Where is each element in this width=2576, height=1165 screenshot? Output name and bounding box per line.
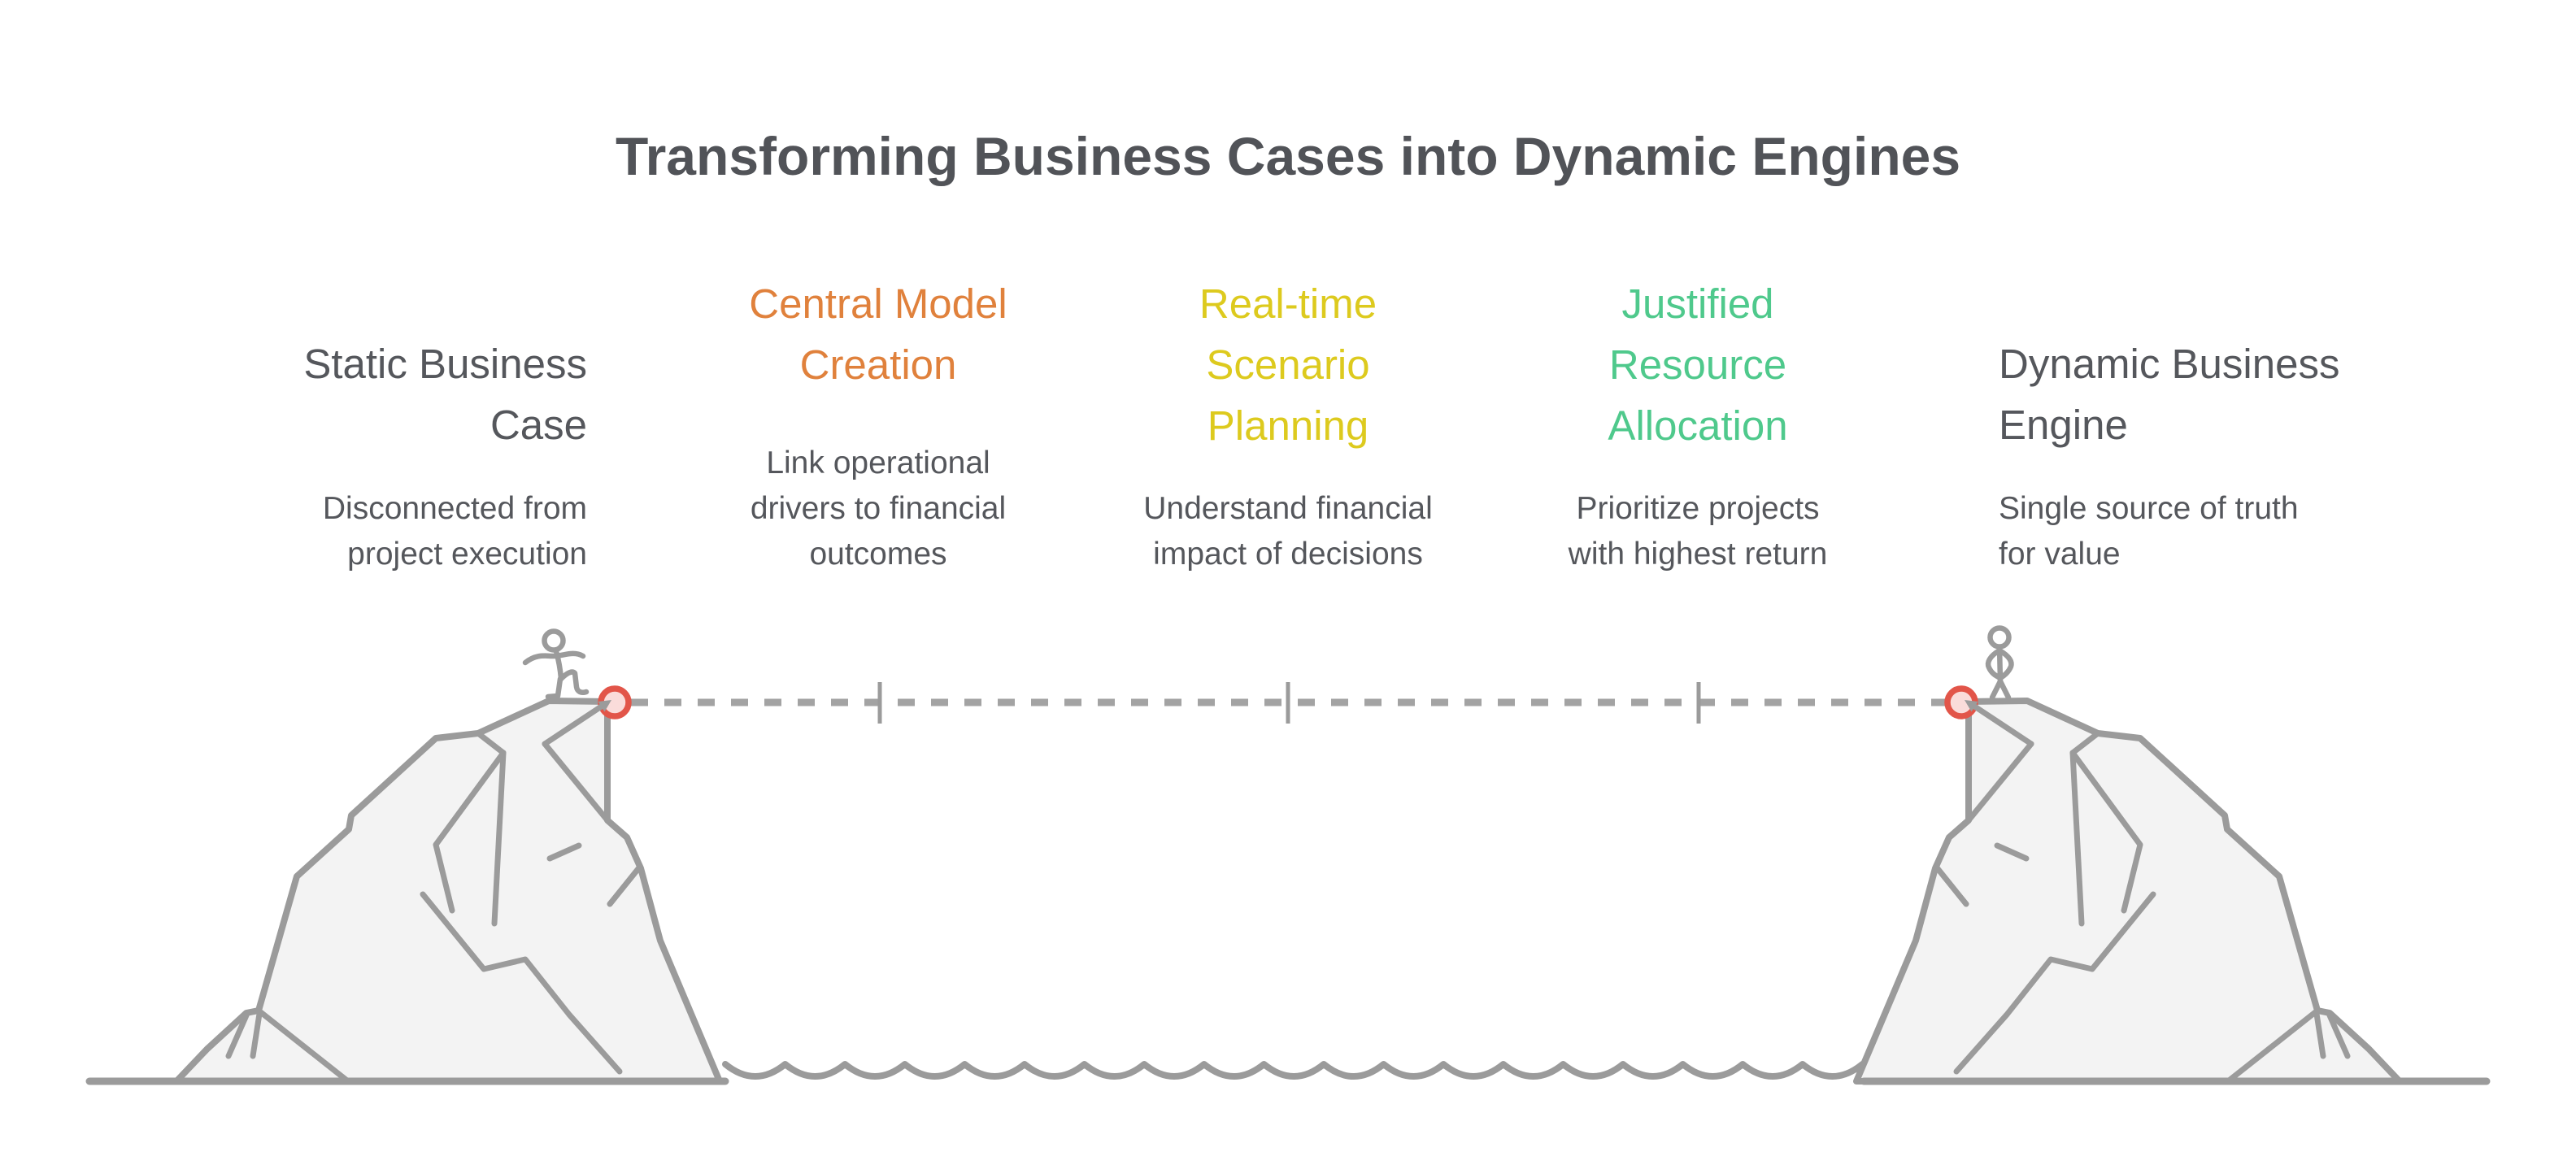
cliff-facet (542, 741, 611, 824)
cliff-facet (491, 750, 507, 927)
column-description-real-time-scenario-planning: Understand financial impact of decisions (1143, 491, 1433, 572)
water-wave (722, 1061, 1866, 1080)
left-cliff (173, 698, 723, 1085)
foothill-crack (225, 1012, 250, 1059)
column-heading-central-model-creation: Central Model Creation (749, 280, 1007, 388)
left-stick-figure-icon (522, 628, 590, 700)
column-description-dynamic-business-engine: Single source of truth for value (1999, 491, 2299, 572)
cliff-facet (433, 750, 507, 914)
cliff-facet (475, 730, 507, 756)
column-description-justified-resource-allocation: Prioritize projects with highest return (1568, 491, 1828, 572)
column-heading-real-time-scenario-planning: Real-time Scenario Planning (1199, 280, 1377, 449)
right-stick-figure-icon (1985, 625, 2014, 701)
column-description-static-business-case: Disconnected from project execution (322, 491, 587, 572)
foothill-crack (250, 1011, 263, 1059)
segment-ticks (877, 682, 1701, 724)
right-anchor-arrow-icon (1965, 700, 2034, 747)
column-heading-dynamic-business-engine: Dynamic Business Engine (1999, 341, 2340, 448)
cliff-facet (546, 842, 582, 862)
column-heading-static-business-case: Static Business Case (303, 341, 587, 448)
cliff-facet (420, 891, 623, 1075)
cliff-facet (607, 863, 643, 907)
page-title: Transforming Business Cases into Dynamic… (615, 126, 1961, 186)
column-heading-justified-resource-allocation: Justified Resource Allocation (1608, 280, 1788, 449)
left-anchor-arrow-icon (542, 700, 611, 747)
right-cliff (1856, 701, 2400, 1081)
column-description-central-model-creation: Link operational drivers to financial ou… (750, 446, 1007, 572)
foothill-slope (255, 1007, 351, 1085)
